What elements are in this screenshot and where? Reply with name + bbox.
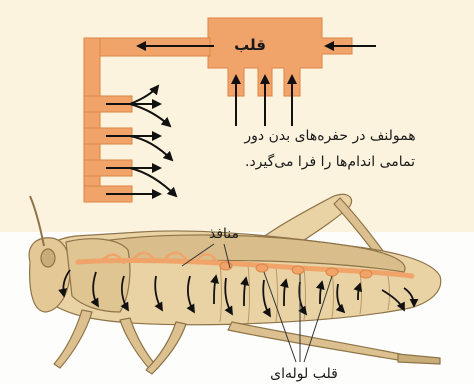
tarsus: [398, 354, 440, 364]
spiracles-label: منافذ: [209, 226, 239, 242]
heart-label: قلب: [234, 36, 266, 54]
compound-eye: [41, 249, 55, 267]
middle-leg-2: [146, 322, 186, 374]
front-leg: [54, 310, 92, 368]
tubular-heart-label: قلب لوله‌ای: [270, 366, 338, 382]
hemolymph-caption-line2: تمامی اندام‌ها را فرا می‌گیرد.: [245, 153, 415, 170]
hemolymph-caption-line1: همولنف در حفره‌های بدن دور: [243, 128, 415, 144]
descending-vessel: [84, 38, 100, 202]
hind-lower-leg: [228, 322, 400, 360]
